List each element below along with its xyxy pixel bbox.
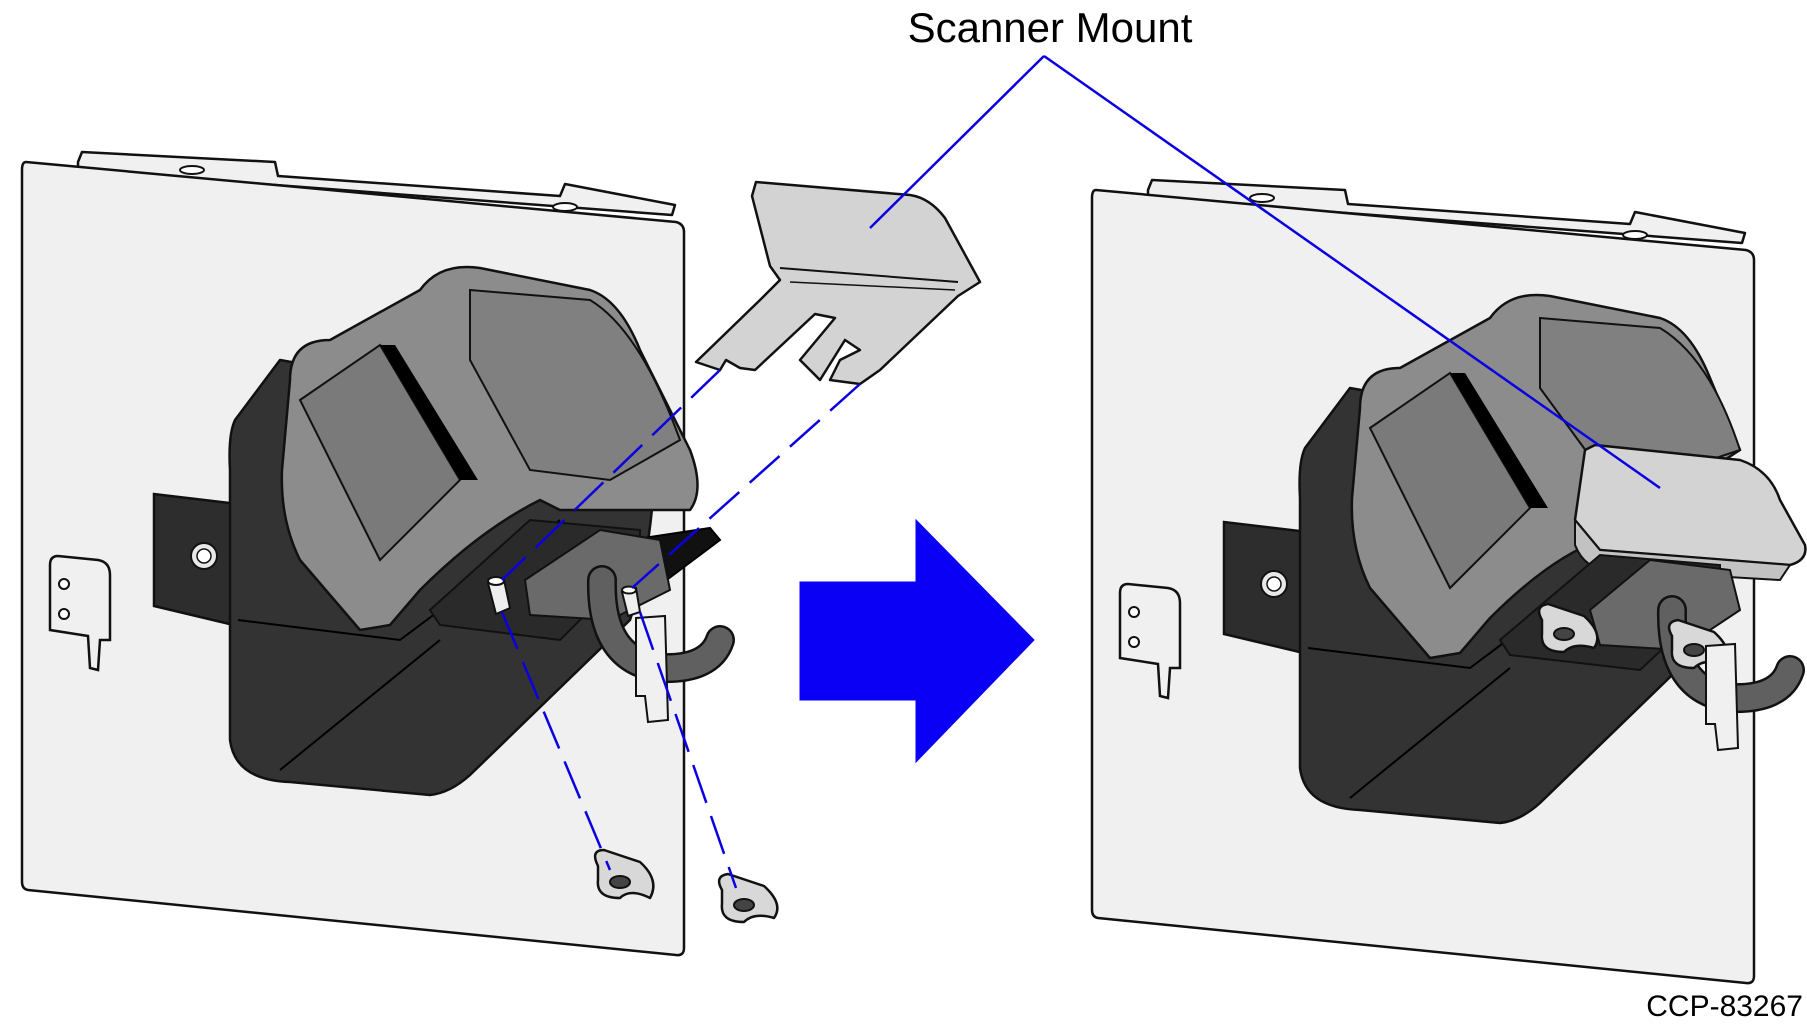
- right-scanner-mount: [1573, 443, 1807, 567]
- left-assembly: [20, 150, 982, 957]
- figure-id: CCP-83267: [1646, 990, 1803, 1023]
- left-screw-1: [486, 576, 512, 616]
- left-scanner-mount: [694, 180, 982, 386]
- right-top-bracket: [1146, 178, 1747, 245]
- wing-nut-icon: [717, 872, 779, 924]
- callout-leader-lines: [869, 54, 1661, 490]
- right-arrow-icon: [799, 518, 1035, 764]
- scanner-mount-label: Scanner Mount: [907, 4, 1193, 51]
- wing-nut-icon: [593, 848, 655, 900]
- right-assembly: [1090, 178, 1807, 985]
- left-top-bracket: [76, 150, 677, 217]
- wing-nut-icon: [1537, 602, 1599, 654]
- assembly-guide-lines: [500, 369, 861, 889]
- left-screw-2: [620, 585, 642, 618]
- right-retaining-clip: [1705, 642, 1740, 752]
- left-retaining-clip: [635, 614, 670, 724]
